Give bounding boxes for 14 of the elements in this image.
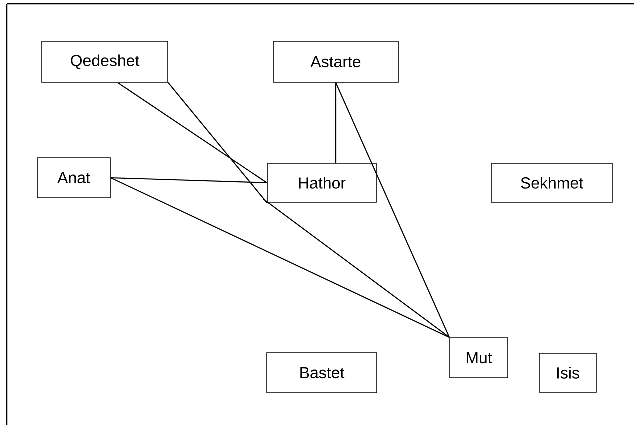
word-box: Mut	[450, 338, 508, 378]
word-box: Isis	[539, 353, 597, 393]
connector-line	[110, 177, 268, 184]
connector-line	[168, 82, 450, 338]
word-box: Sekhmet	[491, 163, 613, 203]
word-box: Anat	[37, 158, 111, 198]
connector-line	[110, 178, 450, 338]
connector-line	[335, 82, 337, 164]
word-box: Astarte	[273, 41, 399, 83]
connector-line	[118, 82, 268, 184]
word-box: Hathor	[267, 163, 377, 203]
word-box: Bastet	[266, 352, 378, 394]
connector-line	[336, 82, 450, 338]
word-box: Qedeshet	[42, 41, 168, 83]
